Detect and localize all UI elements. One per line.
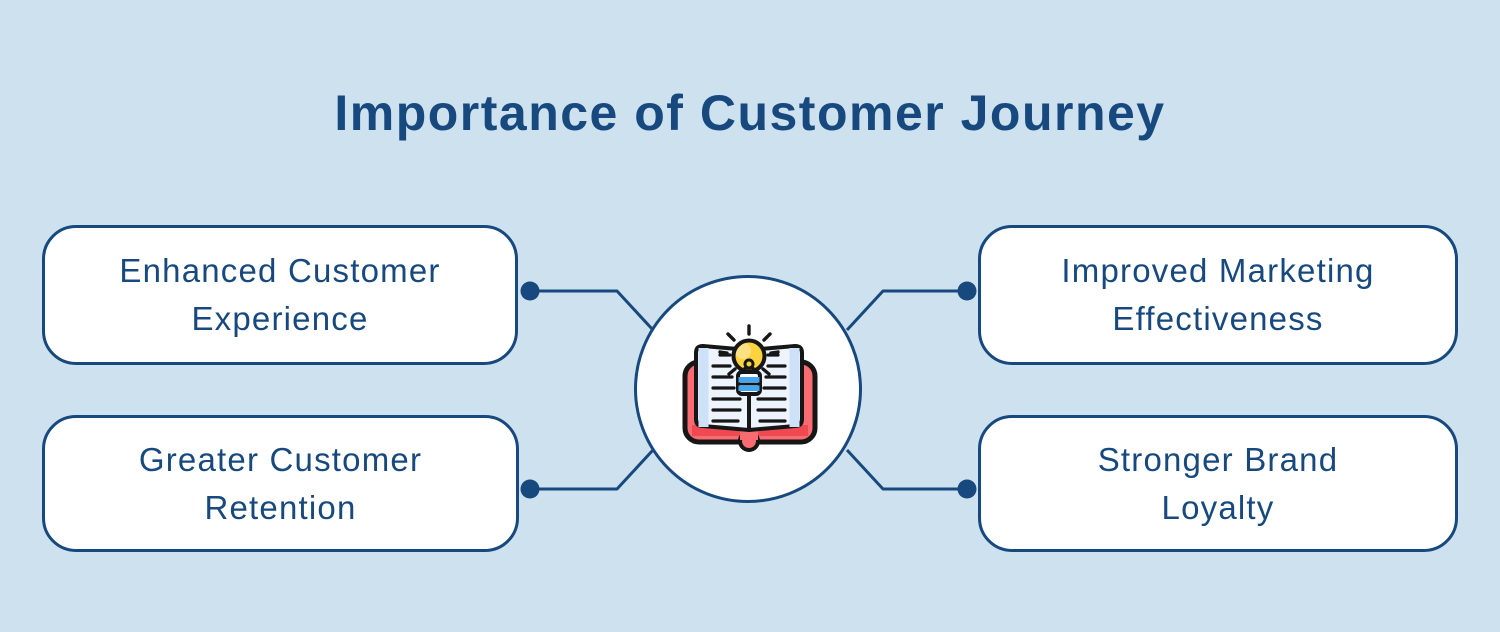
node-label-line: Loyalty [1161,488,1275,526]
connector-dot-top-right [957,281,977,301]
node-stronger-brand-loyalty: Stronger Brand Loyalty [978,415,1458,552]
node-enhanced-customer-experience: Enhanced Customer Experience [42,225,518,365]
connector-bottom-right [845,448,967,491]
connector-bottom-left [530,448,655,491]
connector-top-right [845,289,967,332]
node-improved-marketing-effectiveness: Improved Marketing Effectiveness [978,225,1458,365]
lightbulb-icon [718,324,780,396]
node-label-line: Retention [204,488,357,526]
connector-dot-top-left [520,281,540,301]
open-book-lightbulb-icon [682,324,818,452]
node-label-line: Stronger Brand [1097,440,1339,478]
center-hub-circle [634,275,862,503]
node-label-line: Effectiveness [1112,300,1324,337]
node-label-line: Greater Customer [138,440,423,478]
node-greater-customer-retention: Greater Customer Retention [42,415,519,552]
node-label-line: Improved Marketing [1061,252,1375,289]
node-label-line: Experience [191,300,369,337]
page-title: Importance of Customer Journey [334,85,1166,141]
connector-dot-bottom-left [520,479,540,499]
node-label-line: Enhanced Customer [119,252,441,289]
book-icon [682,344,818,452]
connector-dot-bottom-right [957,479,977,499]
connector-top-left [530,289,655,332]
